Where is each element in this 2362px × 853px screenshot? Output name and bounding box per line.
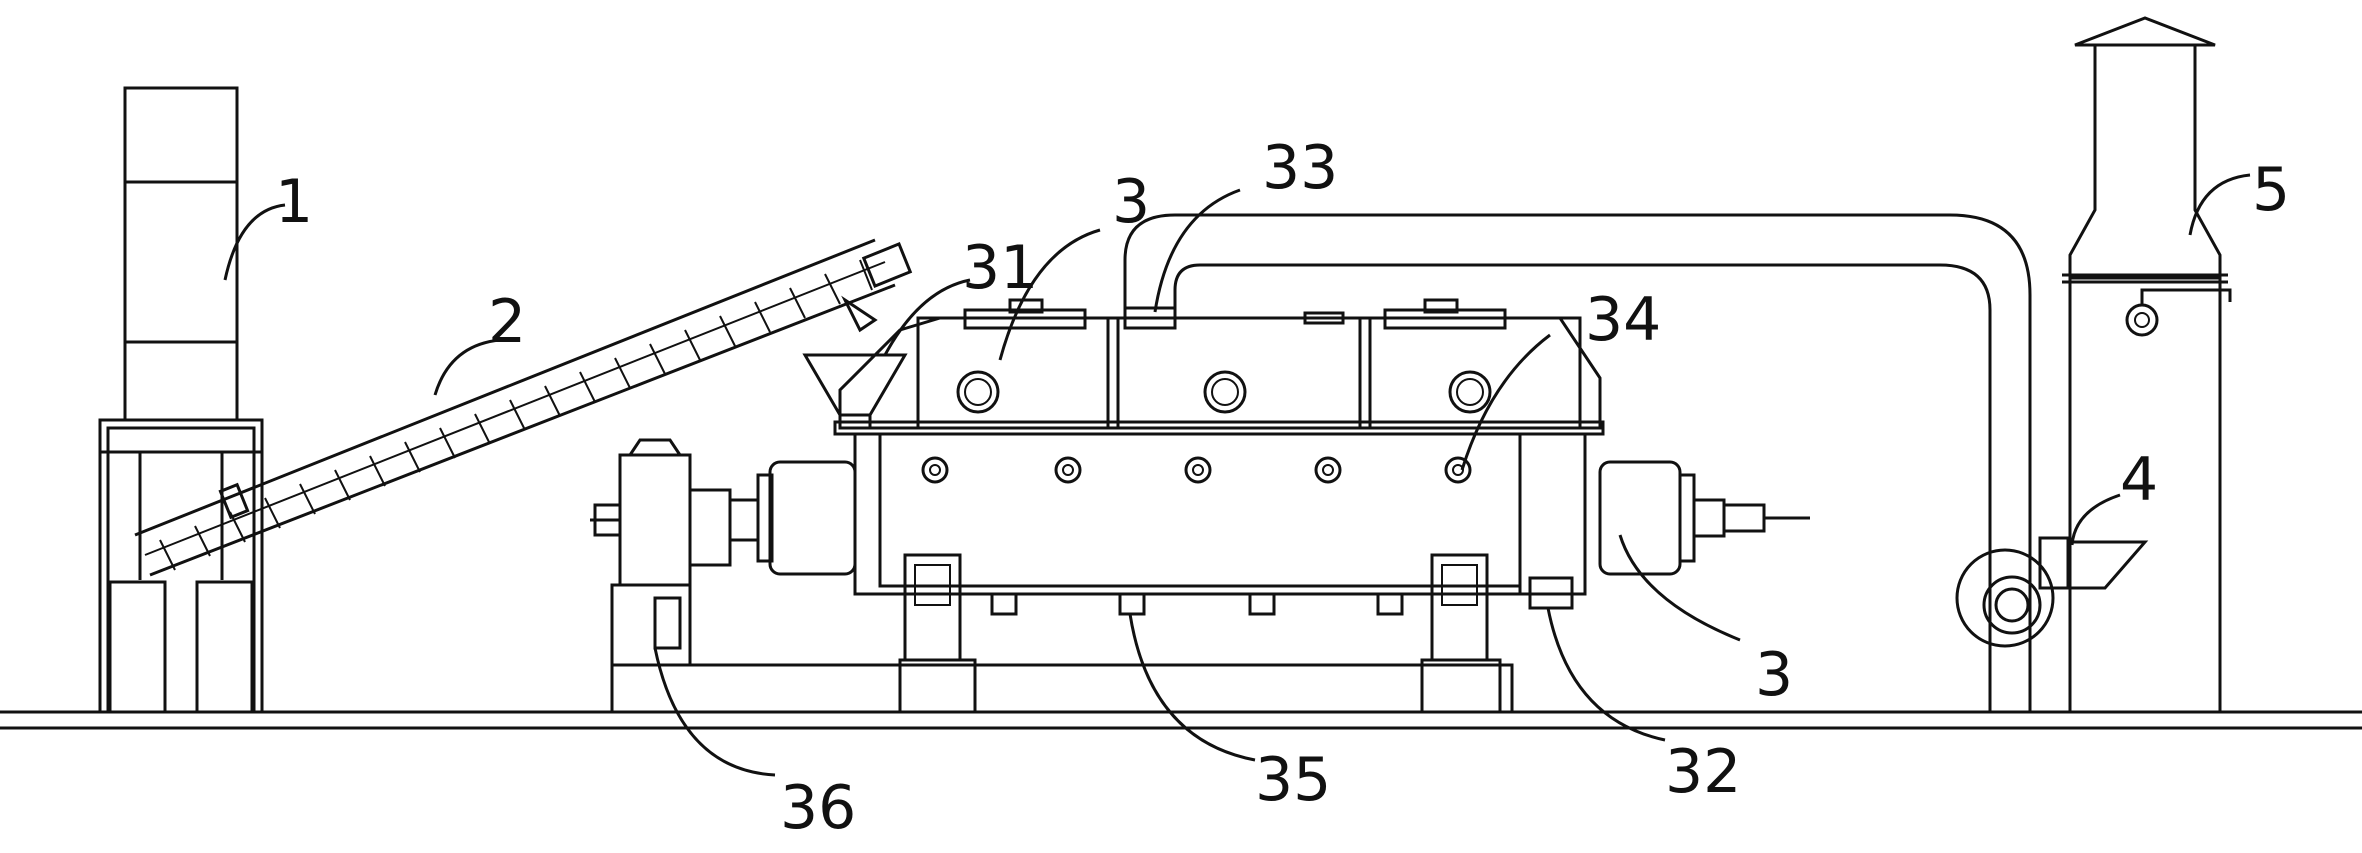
screw-flights (159, 259, 873, 571)
label-34: 34 (1585, 285, 1661, 355)
label-4: 4 (2120, 445, 2158, 515)
label-33: 33 (1262, 133, 1338, 203)
dryer-body (756, 298, 1810, 662)
silo (98, 86, 264, 714)
trough-ports (921, 456, 1472, 484)
label-1: 1 (275, 167, 313, 237)
label-35: 35 (1255, 745, 1331, 815)
label-3-top: 3 (1112, 167, 1150, 237)
scrubber-tower (2062, 16, 2232, 714)
base-frame (610, 658, 1514, 714)
label-32: 32 (1665, 737, 1741, 807)
label-3-right: 3 (1755, 640, 1793, 710)
label-2: 2 (488, 287, 526, 357)
gear-reducer (590, 438, 760, 667)
label-5: 5 (2252, 155, 2290, 225)
label-31: 31 (962, 233, 1038, 303)
leader-lines (223, 173, 2251, 777)
induced-fan (1955, 536, 2149, 648)
label-36: 36 (780, 773, 856, 843)
screw-conveyor (134, 238, 913, 577)
part-labels: 1 2 3 31 33 34 5 4 3 32 35 36 (275, 133, 2290, 843)
vapor-pipe (1123, 213, 2032, 712)
